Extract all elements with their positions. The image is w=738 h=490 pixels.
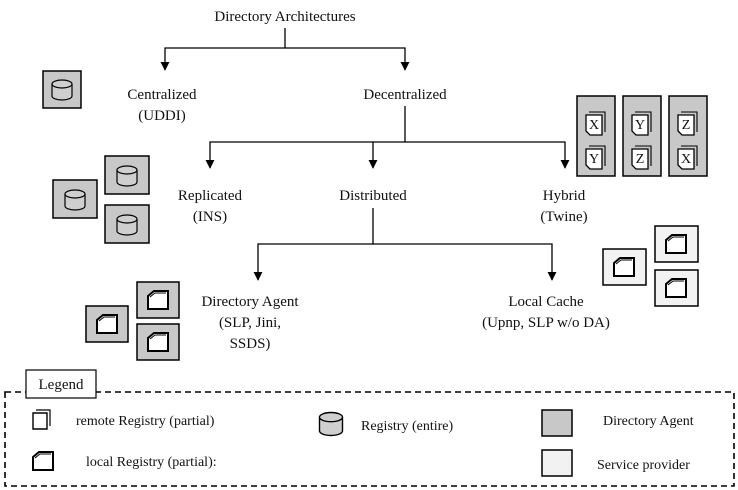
tree-connectors [160, 28, 570, 281]
legend-service-provider: Service provider [541, 449, 690, 477]
node-replicated: Replicated (INS) [178, 188, 243, 225]
legend-directory-agent: Directory Agent [541, 409, 694, 437]
registry-entire-label: Registry (entire) [361, 419, 453, 434]
registry-cylinder-icon [318, 411, 344, 437]
centralized-agent-icon [42, 70, 82, 109]
legend-local-registry: local Registry (partial): [32, 451, 217, 471]
service-provider-swatch-icon [541, 449, 573, 477]
diagram-title: Directory Architectures [214, 9, 355, 25]
centralized-label: Centralized [127, 87, 197, 103]
remote-registry-icon [32, 409, 51, 430]
node-centralized: Centralized (UDDI) [127, 87, 197, 124]
service-provider-label: Service provider [597, 458, 690, 473]
hybrid-letter-3: Y [635, 118, 645, 133]
node-decentralized: Decentralized [363, 87, 447, 103]
directory-agent-boxes-icon [85, 281, 180, 361]
legend-frame [4, 391, 735, 487]
node-distributed: Distributed [339, 188, 407, 204]
directory-agent-sub2: SSDS) [230, 336, 271, 352]
node-local-cache: Local Cache (Upnp, SLP w/o DA) [482, 294, 610, 331]
directory-agent-label: Directory Agent [201, 294, 299, 310]
local-registry-icon [32, 451, 54, 471]
centralized-sub: (UDDI) [138, 108, 185, 124]
hybrid-letter-2: Y [589, 152, 599, 167]
node-directory-agent: Directory Agent (SLP, Jini, SSDS) [201, 294, 299, 352]
node-hybrid: Hybrid (Twine) [540, 188, 587, 225]
directory-agent-sub1: (SLP, Jini, [219, 315, 281, 331]
remote-registry-label: remote Registry (partial) [76, 414, 215, 429]
legend-remote-registry: remote Registry (partial) [32, 409, 215, 430]
hybrid-agents-icon: X Y Y Z Z X [576, 95, 708, 177]
hybrid-letter-6: X [681, 152, 691, 167]
directory-agent-swatch-icon [541, 409, 573, 437]
local-registry-label: local Registry (partial): [86, 455, 217, 470]
hybrid-letter-4: Z [636, 152, 645, 167]
local-cache-sub: (Upnp, SLP w/o DA) [482, 315, 610, 331]
replicated-label: Replicated [178, 188, 243, 204]
replicated-agents-icon [52, 155, 150, 244]
hybrid-letter-5: Z [682, 118, 691, 133]
replicated-sub: (INS) [193, 209, 227, 225]
hybrid-label: Hybrid [543, 188, 586, 204]
legend-title-box [25, 369, 97, 399]
hybrid-letter-1: X [589, 118, 599, 133]
local-cache-providers-icon [602, 225, 699, 307]
hybrid-sub: (Twine) [540, 209, 587, 225]
legend-title: Legend [39, 377, 84, 393]
legend-registry-entire: Registry (entire) [318, 411, 453, 437]
directory-agent-legend-label: Directory Agent [603, 414, 694, 429]
legend: Legend remote Registry (partial) Registr… [4, 369, 735, 487]
local-cache-label: Local Cache [508, 294, 584, 310]
